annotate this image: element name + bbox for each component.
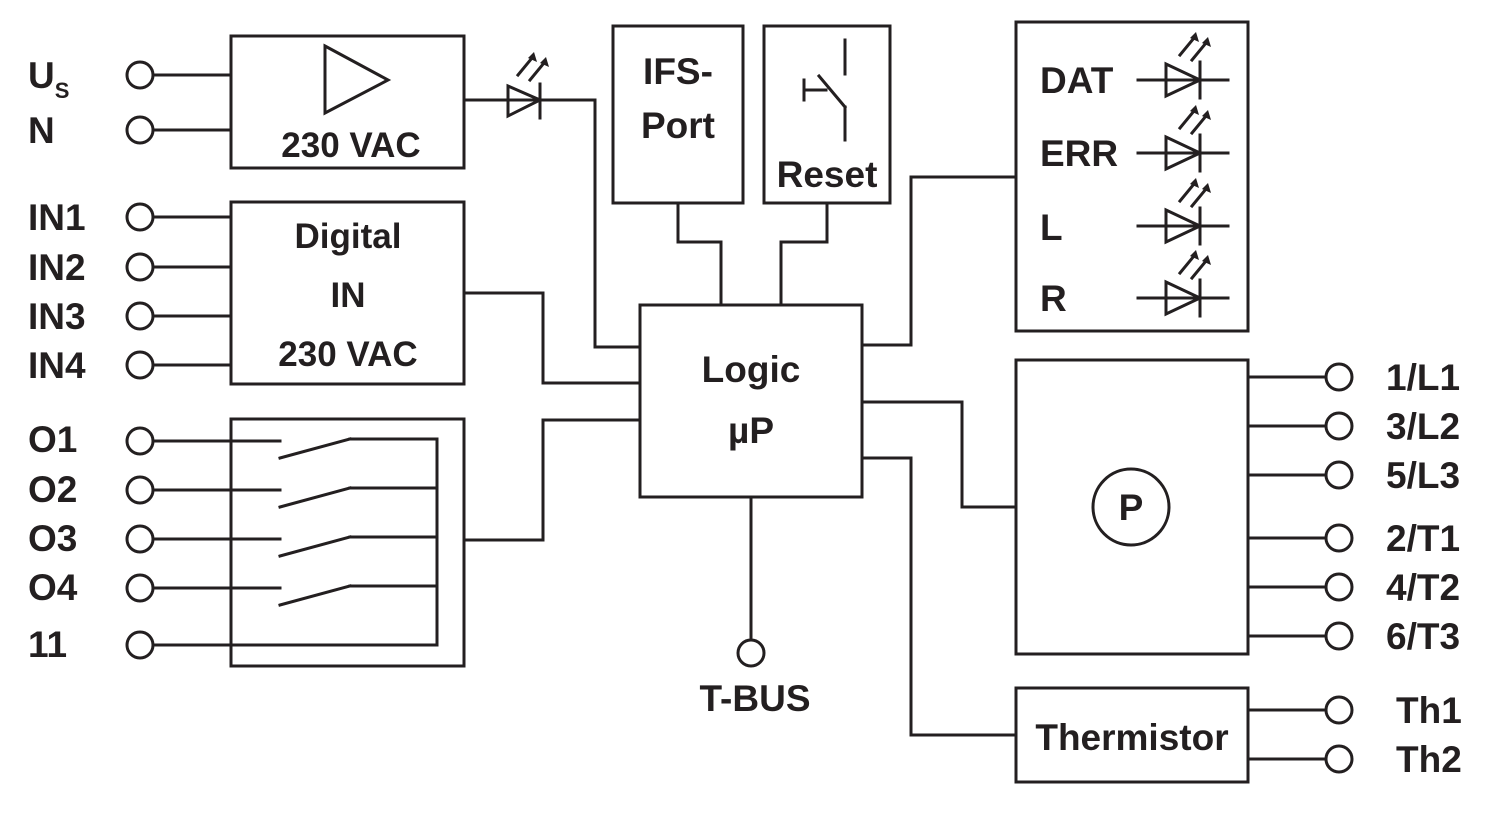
- terminal-o2: [125, 475, 155, 505]
- label-5-l3: 5/L3: [1386, 455, 1460, 496]
- reset-switch-icon: [802, 38, 848, 142]
- status-led-block: DAT ERR L R: [1014, 20, 1250, 333]
- terminal-in1: [125, 202, 155, 232]
- led-r-icon: [1136, 250, 1230, 318]
- terminal-5-l3: [1324, 460, 1354, 490]
- terminal-2-t1: [1324, 523, 1354, 553]
- logic-line1: Logic: [702, 349, 801, 390]
- relay-contact-o1: [278, 437, 352, 460]
- terminal-11: [125, 630, 155, 660]
- label-in1: IN1: [28, 197, 86, 238]
- label-o2: O2: [28, 469, 77, 510]
- power-led: [462, 52, 642, 349]
- power-circle-label: P: [1119, 487, 1144, 528]
- terminal-3-l2: [1324, 411, 1354, 441]
- label-2-t1: 2/T1: [1386, 518, 1460, 559]
- terminal-t-bus: [736, 638, 766, 668]
- label-in4: IN4: [28, 345, 86, 386]
- power-circle-icon: [1091, 467, 1171, 547]
- power-supply-block: 230 VAC: [229, 34, 466, 170]
- terminal-th2: [1324, 744, 1354, 774]
- led-err-icon: [1136, 105, 1230, 173]
- relay-output-block: [125, 417, 642, 668]
- led-label-dat: DAT: [1040, 60, 1114, 101]
- label-11: 11: [28, 624, 67, 665]
- logic-block: Logic µP T-BUS: [638, 175, 1018, 737]
- terminal-1-l1: [1324, 362, 1354, 392]
- terminal-th1: [1324, 695, 1354, 725]
- label-in3: IN3: [28, 296, 86, 337]
- reset-block: Reset: [762, 24, 892, 307]
- terminal-6-t3: [1324, 621, 1354, 651]
- digital-in-line2: IN: [331, 276, 366, 315]
- terminal-o3: [125, 524, 155, 554]
- label-6-t3: 6/T3: [1386, 616, 1460, 657]
- ifs-port-line1: IFS-: [643, 51, 713, 92]
- ifs-port-line2: Port: [641, 105, 715, 146]
- led-label-l: L: [1040, 207, 1063, 248]
- amplifier-icon: [323, 43, 392, 116]
- digital-input-block: Digital IN 230 VAC: [229, 200, 642, 386]
- label-o1: O1: [28, 419, 77, 460]
- terminal-in2: [125, 252, 155, 282]
- terminal-4-t2: [1324, 572, 1354, 602]
- power-output-block: P 1/L1 3/L2 5/L3 2/T1 4/T2 6/T3: [1014, 357, 1460, 657]
- power-supply-label: 230 VAC: [281, 126, 420, 165]
- relay-contact-o4: [278, 584, 352, 607]
- led-label-r: R: [1040, 278, 1067, 319]
- label-th1: Th1: [1396, 690, 1462, 731]
- label-in2: IN2: [28, 247, 86, 288]
- led-diode-icon: [506, 83, 544, 119]
- left-terminal-group: US N IN1 IN2 IN3 IN4 O1 O2 O3 O4 11: [28, 55, 233, 665]
- led-dat-icon: [1136, 32, 1230, 100]
- t-bus-label: T-BUS: [700, 678, 811, 719]
- terminal-us: [125, 60, 155, 90]
- thermistor-label: Thermistor: [1035, 717, 1228, 758]
- terminal-in3: [125, 301, 155, 331]
- label-th2: Th2: [1396, 739, 1462, 780]
- label-1-l1: 1/L1: [1386, 357, 1460, 398]
- label-us: US: [28, 55, 69, 103]
- logic-line2: µP: [728, 410, 774, 451]
- label-o3: O3: [28, 518, 77, 559]
- digital-in-line3: 230 VAC: [278, 335, 417, 374]
- terminal-in4: [125, 350, 155, 380]
- terminal-o4: [125, 573, 155, 603]
- light-emission-icon: [515, 52, 549, 83]
- reset-label: Reset: [777, 154, 878, 195]
- label-o4: O4: [28, 567, 78, 608]
- terminal-n: [125, 115, 155, 145]
- relay-contact-o3: [278, 535, 352, 558]
- label-3-l2: 3/L2: [1386, 406, 1460, 447]
- terminal-o1: [125, 426, 155, 456]
- led-label-err: ERR: [1040, 133, 1118, 174]
- label-n: N: [28, 110, 55, 151]
- thermistor-block: Thermistor Th1 Th2: [1014, 686, 1462, 784]
- ifs-port-block: IFS- Port: [611, 24, 745, 307]
- label-4-t2: 4/T2: [1386, 567, 1460, 608]
- digital-in-line1: Digital: [295, 217, 402, 256]
- led-l-icon: [1136, 178, 1230, 246]
- relay-contact-o2: [278, 486, 352, 509]
